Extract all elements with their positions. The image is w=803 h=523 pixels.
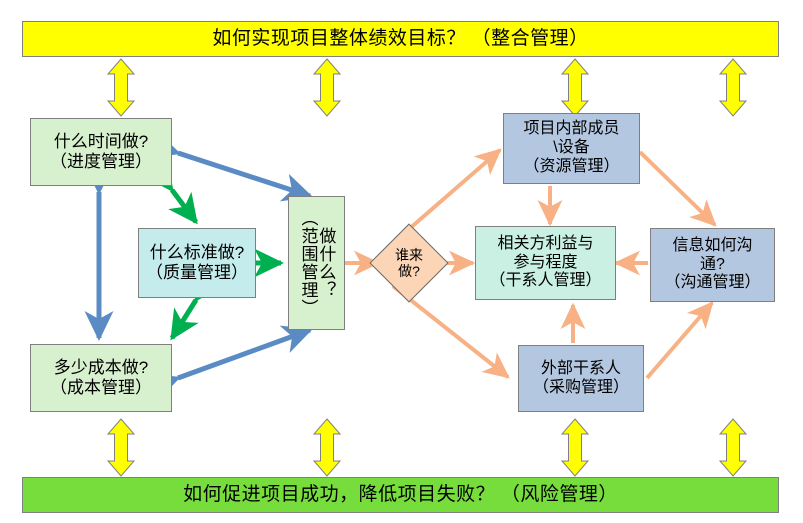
- cost-management-box[interactable]: 多少成本做? （成本管理）: [30, 344, 172, 412]
- yellow-arrow-top-2: [312, 58, 342, 117]
- orange-arrow-who-procurement: [391, 284, 510, 379]
- green-arrow-quality-cost: [169, 269, 223, 341]
- scope-question-text: 做什么？: [316, 227, 336, 299]
- blue-arrow-cost-scope: [147, 325, 313, 401]
- quality-management-box[interactable]: 什么标准做? （质量管理）: [138, 228, 256, 298]
- yellow-arrow-bottom-1: [106, 418, 136, 477]
- scope-label-text: （范围管理）: [298, 209, 318, 317]
- who-does-it-diamond[interactable]: 谁来 做?: [369, 223, 449, 303]
- communication-management-box[interactable]: 信息如何沟 通? （沟通管理）: [650, 228, 775, 302]
- orange-arrow-procurement-communication: [645, 301, 714, 380]
- procurement-management-box[interactable]: 外部干系人 （采购管理）: [518, 345, 644, 412]
- yellow-arrow-bottom-2: [312, 418, 342, 477]
- yellow-arrow-top-3: [560, 58, 590, 117]
- schedule-management-box[interactable]: 什么时间做? （进度管理）: [30, 118, 172, 186]
- yellow-arrow-bottom-3: [560, 418, 590, 477]
- resource-management-box[interactable]: 项目内部成员 \设备 （资源管理）: [503, 113, 640, 184]
- blue-arrow-schedule-scope: [147, 130, 313, 202]
- orange-arrow-resource-communication: [638, 150, 717, 227]
- stakeholder-management-box[interactable]: 相关方利益与 参与程度 （干系人管理）: [475, 226, 616, 300]
- who-does-it-label: 谁来 做?: [395, 246, 423, 279]
- scope-management-box[interactable]: 做什么？ （范围管理）: [288, 196, 345, 330]
- yellow-arrow-bottom-4: [718, 418, 748, 477]
- risk-management-banner[interactable]: 如何促进项目成功，降低项目失败？ （风险管理）: [22, 477, 779, 513]
- yellow-arrow-top-1: [106, 58, 136, 117]
- yellow-arrow-top-4: [718, 58, 748, 117]
- integration-management-banner[interactable]: 如何实现项目整体绩效目标？ （整合管理）: [22, 21, 779, 57]
- green-arrow-quality-schedule: [144, 159, 198, 225]
